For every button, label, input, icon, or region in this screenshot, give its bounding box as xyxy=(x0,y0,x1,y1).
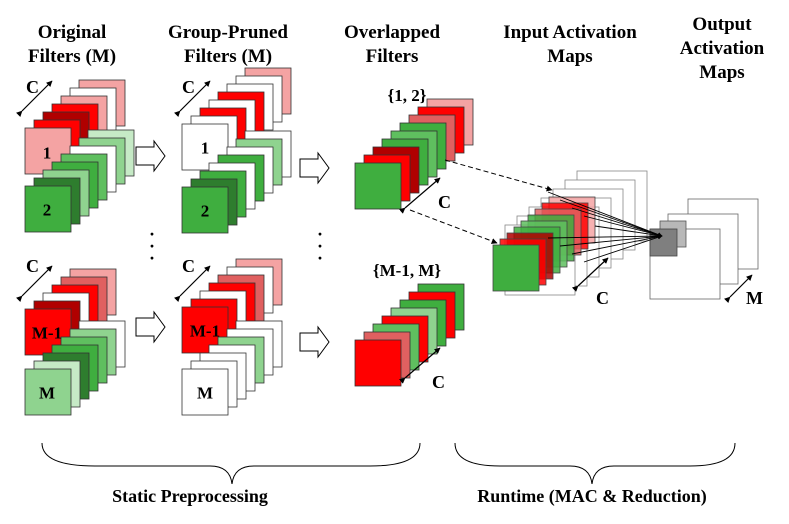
overlap-set-label-bottom: {M-1, M} xyxy=(373,261,441,280)
pruned-filter-2-label: 2 xyxy=(201,202,210,221)
channel-arrow-original-top xyxy=(16,80,53,117)
mac-line xyxy=(571,207,663,237)
channel-label-original-top: C xyxy=(26,77,39,97)
original-filter-m-layer xyxy=(24,368,72,416)
mac-line xyxy=(547,233,663,239)
ellipsis-original-dot-3: · xyxy=(149,248,155,268)
input-window-layer xyxy=(492,244,540,292)
pruned-filter-m-stack xyxy=(181,320,283,416)
input-activation-maps xyxy=(492,170,648,296)
dashed-projection-top xyxy=(444,159,553,192)
mac-line xyxy=(559,234,663,247)
pruned-filter-m1-stack xyxy=(181,258,283,354)
original-filter-2-label: 2 xyxy=(43,201,52,220)
channel-label-input: C xyxy=(596,288,609,308)
pruned-filter-2-stack xyxy=(181,130,292,234)
channel-arrow-overlapped-bottom xyxy=(398,347,441,384)
header-overlapped-line2: Filters xyxy=(366,46,419,67)
ellipsis-overlapped-dot-2: · xyxy=(317,236,323,256)
pruned-filter-m-label: M xyxy=(197,384,213,403)
block-arrow-original-to-pruned-top xyxy=(135,139,166,173)
original-filter-2-layer xyxy=(24,185,72,233)
channel-label-overlapped-bottom: C xyxy=(432,372,445,392)
ellipsis-original-dot-1: · xyxy=(149,224,155,244)
original-filter-m-stack xyxy=(24,320,126,416)
mac-line xyxy=(547,191,663,237)
block-arrow-pruned-to-overlapped-bottom xyxy=(299,325,330,359)
channel-label-pruned-bottom: C xyxy=(182,256,195,276)
channel-arrow-input xyxy=(572,257,609,292)
overlap-set-label-top: {1, 2} xyxy=(388,86,427,105)
header-input-maps-line1: Input Activation xyxy=(503,22,637,43)
mac-line xyxy=(583,235,663,263)
output-activation-maps xyxy=(649,198,759,300)
header-original-line1: Original xyxy=(38,22,107,43)
channel-arrow-original-bottom xyxy=(16,265,53,302)
pruned-filter-m1-label: M-1 xyxy=(190,322,220,341)
overlapped-filter-stack-top xyxy=(354,98,474,210)
pruned-filter-1-label: 1 xyxy=(201,139,210,158)
block-arrow-pruned-to-overlapped-top xyxy=(299,151,330,185)
overlapped-filter-top-layer xyxy=(354,162,402,210)
section-label-runtime: Runtime (MAC & Reduction) xyxy=(477,486,706,507)
original-filter-2-stack xyxy=(24,129,135,233)
channel-label-pruned-top: C xyxy=(182,77,195,97)
overlapped-filter-stack-bottom xyxy=(354,283,465,387)
ellipsis-original-dot-2: · xyxy=(149,236,155,256)
dashed-projection-bottom xyxy=(409,209,498,244)
ellipsis-overlapped-dot-1: · xyxy=(317,224,323,244)
overlapped-filter-bottom-layer xyxy=(354,339,402,387)
pruned-filter-2-layer xyxy=(181,186,229,234)
mac-line xyxy=(594,225,663,238)
channel-arrow-pruned-top xyxy=(174,80,211,117)
brace-runtime xyxy=(454,442,736,485)
channel-arrow-pruned-bottom xyxy=(174,265,211,302)
block-arrow-original-to-pruned-bottom xyxy=(135,310,166,344)
m-label-output: M xyxy=(746,288,763,308)
mac-connection-lines xyxy=(547,191,663,263)
header-output-maps-line2: Activation xyxy=(680,38,765,59)
header-pruned-line1: Group-Pruned xyxy=(168,22,288,43)
channel-label-overlapped-top: C xyxy=(438,192,451,212)
header-pruned-line2: Filters (M) xyxy=(184,46,272,67)
original-filter-1-label: 1 xyxy=(43,144,52,163)
pruned-filter-m1-layer xyxy=(181,306,229,354)
channel-arrow-overlapped-top xyxy=(398,177,441,214)
channel-label-original-bottom: C xyxy=(26,256,39,276)
pruned-filter-1-stack xyxy=(181,67,292,171)
mac-line xyxy=(559,199,663,237)
header-original-line2: Filters (M) xyxy=(28,46,116,67)
original-filter-m1-stack xyxy=(24,268,117,356)
section-label-static: Static Preprocessing xyxy=(112,486,268,506)
brace-static-preprocessing xyxy=(41,442,421,485)
header-input-maps-line2: Maps xyxy=(547,46,592,67)
header-overlapped-line1: Overlapped xyxy=(344,22,440,43)
ellipsis-overlapped-dot-3: · xyxy=(317,248,323,268)
m-arrow-output xyxy=(724,274,753,303)
original-filter-m1-label: M-1 xyxy=(32,324,62,343)
header-output-maps-line3: Maps xyxy=(699,62,744,83)
mac-line xyxy=(571,234,663,255)
header-output-maps-line1: Output xyxy=(692,14,752,35)
pruned-filter-m-layer xyxy=(181,368,229,416)
mac-line xyxy=(583,215,663,238)
original-filter-m-label: M xyxy=(39,384,55,403)
